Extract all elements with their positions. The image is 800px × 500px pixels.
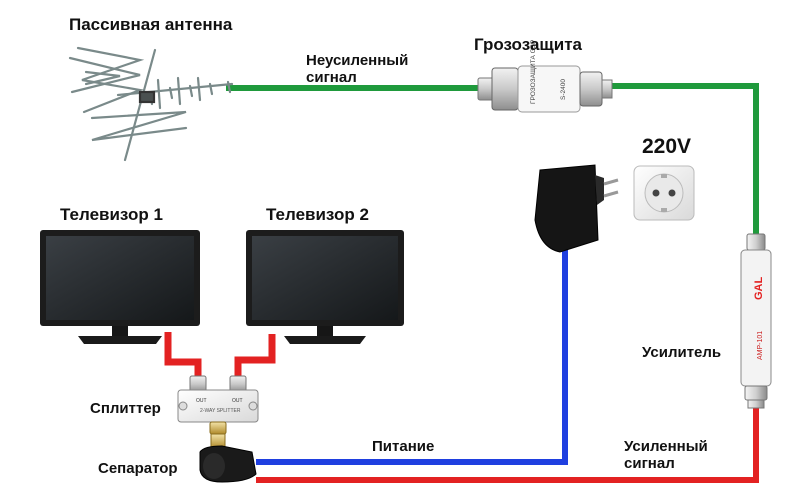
amplifier-image: GAL AMP-101 (740, 233, 772, 409)
tv2-image (246, 230, 404, 344)
splitter-out-text-2: OUT (232, 398, 243, 404)
tv1-label: Телевизор 1 (60, 205, 163, 224)
antenna-image (68, 46, 234, 162)
surge-protector-label: Грозозащита (474, 35, 582, 54)
wall-socket-image (633, 165, 695, 221)
splitter-model-text: 2-WAY SPLITTER (200, 408, 241, 414)
power-label: Питание (372, 438, 435, 455)
red-cable (164, 332, 759, 483)
blue-cable (256, 250, 568, 465)
unamplified-signal-label-line2: сигнал (306, 69, 357, 86)
separator-image (199, 433, 257, 483)
tv1-image (40, 230, 200, 344)
green-cable (226, 83, 759, 240)
splitter-out-text-1: OUT (196, 398, 207, 404)
voltage-label: 220V (642, 135, 692, 158)
power-adapter-image (534, 164, 619, 253)
surge-protector-image: ГРОЗОЗАЩИТА GSP S-2400 (477, 40, 613, 113)
surge-model-text: S-2400 (560, 79, 567, 100)
amp-model-text: AMP-101 (757, 331, 764, 360)
amplified-signal-label-line1: Усиленный (624, 438, 708, 455)
splitter-label: Сплиттер (90, 400, 161, 417)
amplified-signal-label-line2: сигнал (624, 455, 675, 472)
tv2-label: Телевизор 2 (266, 205, 369, 224)
amp-brand-text: GAL (753, 277, 765, 301)
antenna-label: Пассивная антенна (69, 15, 233, 34)
surge-body-text: ГРОЗОЗАЩИТА GSP (530, 40, 537, 104)
unamplified-signal-label-line1: Неусиленный (306, 52, 409, 69)
splitter-image: OUT OUT 2-WAY SPLITTER (177, 375, 259, 435)
separator-label: Сепаратор (98, 460, 178, 477)
amplifier-label: Усилитель (642, 344, 722, 361)
